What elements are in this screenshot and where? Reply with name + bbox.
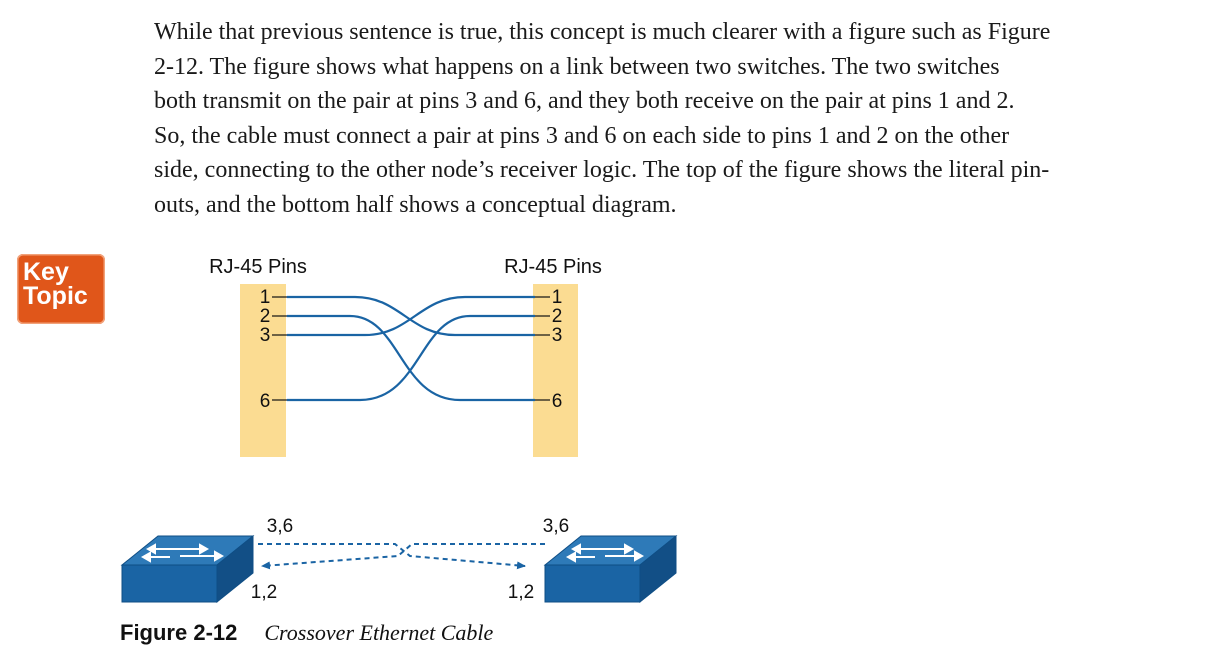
- paragraph-line: While that previous sentence is true, th…: [154, 19, 1051, 45]
- left-pins-header: RJ-45 Pins: [209, 256, 307, 278]
- wire-pin2-to-pin6: [287, 314, 535, 402]
- right-pin-label: 6: [552, 391, 563, 412]
- wire-pin1-to-pin3: [287, 295, 535, 337]
- right-switch-tx-label: 3,6: [543, 516, 569, 537]
- right-pin-label: 3: [552, 325, 563, 346]
- left-pin-label: 2: [260, 306, 271, 327]
- right-switch-rx-label: 1,2: [508, 582, 534, 603]
- left-switch-rx-label: 1,2: [251, 582, 277, 603]
- wire-pin6-to-pin2: [287, 314, 535, 402]
- key-topic-badge: Key Topic: [17, 254, 105, 324]
- paragraph-line: So, the cable must connect a pair at pin…: [154, 122, 1010, 149]
- figure-number: Figure 2-12: [120, 620, 238, 645]
- paragraph-line: both transmit on the pair at pins 3 and …: [154, 88, 1015, 115]
- left-pin-label: 1: [260, 287, 271, 308]
- tx-left-to-rx-right: [258, 543, 526, 570]
- right-pins-header: RJ-45 Pins: [504, 256, 602, 278]
- key-topic-line1: Key: [23, 258, 69, 286]
- crossover-wires: [287, 295, 535, 402]
- body-paragraph: While that previous sentence is true, th…: [154, 15, 1204, 223]
- paragraph-line: 2-12. The figure shows what happens on a…: [154, 53, 1000, 80]
- right-pin-bar: [533, 284, 578, 457]
- left-pin-label: 6: [260, 391, 271, 412]
- tx-right-to-rx-left: [261, 543, 545, 570]
- paragraph-line: outs, and the bottom half shows a concep…: [154, 191, 677, 218]
- figure-caption: Figure 2-12 Crossover Ethernet Cable: [120, 620, 493, 646]
- figure-title: Crossover Ethernet Cable: [264, 620, 494, 645]
- conceptual-links: [258, 543, 545, 570]
- right-switch-icon: [543, 534, 678, 604]
- right-pin-label: 1: [552, 287, 563, 308]
- left-pin-label: 3: [260, 325, 271, 346]
- left-switch-tx-label: 3,6: [267, 516, 293, 537]
- right-pin-label: 2: [552, 306, 563, 327]
- paragraph-line: side, connecting to the other node’s rec…: [154, 157, 1050, 184]
- wire-pin3-to-pin1: [287, 295, 535, 337]
- left-switch-icon: [120, 534, 255, 604]
- key-topic-line2: Topic: [23, 282, 88, 310]
- left-pin-bar: [240, 284, 286, 457]
